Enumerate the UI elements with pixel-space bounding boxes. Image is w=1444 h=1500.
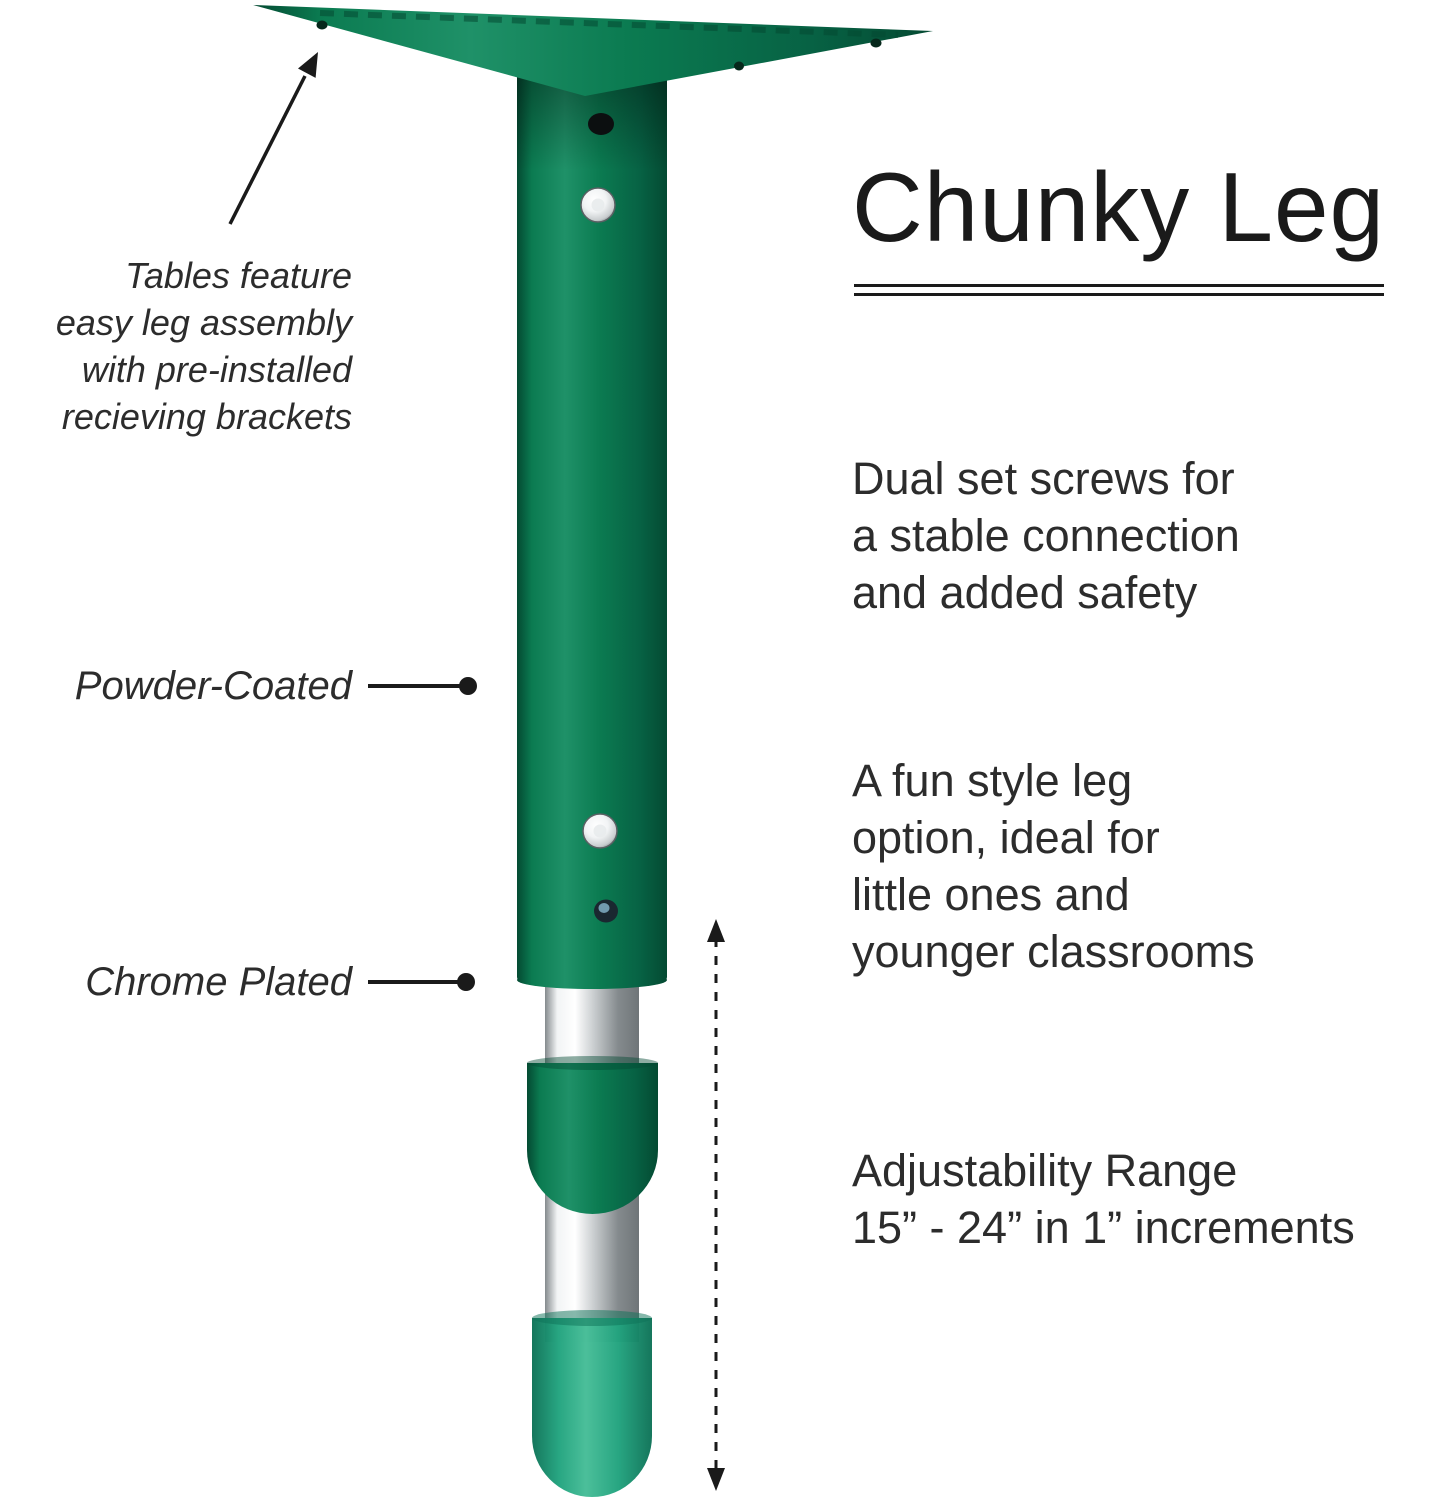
chrome-leader-dot-icon (457, 973, 475, 991)
feature-line: A fun style leg (852, 755, 1133, 806)
feature-line: younger classrooms (852, 926, 1255, 977)
assembly-note-line: easy leg assembly (55, 302, 352, 343)
set-screw-upper-head (591, 198, 605, 212)
feature-line: a stable connection (852, 510, 1240, 561)
feature-adjustability-range: Adjustability Range 15” - 24” in 1” incr… (852, 1142, 1442, 1256)
measure-arrowhead-up-icon (707, 919, 725, 942)
feature-fun-style: A fun style leg option, ideal for little… (852, 752, 1442, 980)
foot-cap (532, 1318, 652, 1497)
measure-arrowhead-down-icon (707, 1468, 725, 1491)
set-screw-lower-head (593, 824, 607, 838)
foot-cap-top-rim (532, 1310, 652, 1326)
feature-line: and added safety (852, 567, 1198, 618)
leg-collar-top-rim (527, 1056, 658, 1070)
bracket-arrow-line (228, 75, 307, 225)
powder-coated-label: Powder-Coated (74, 664, 352, 708)
feature-dual-set-screws: Dual set screws for a stable connection … (852, 450, 1442, 621)
bracket-arrowhead-icon (298, 52, 318, 78)
adjustment-hole-glint (598, 903, 610, 913)
feature-line: option, ideal for (852, 812, 1160, 863)
powder-leader-dot-icon (459, 677, 477, 695)
page-title: Chunky Leg (852, 152, 1386, 262)
assembly-note-line: recieving brackets (61, 396, 352, 437)
leg-tube (517, 36, 667, 981)
feature-line: little ones and (852, 869, 1130, 920)
feature-line: Dual set screws for (852, 453, 1235, 504)
assembly-note-line: with pre-installed (81, 349, 352, 390)
leg-tube-bottom-rim (517, 971, 667, 989)
feature-line: Adjustability Range (852, 1145, 1238, 1196)
set-screw-hole-top (588, 113, 614, 135)
plate-edge-texture (319, 10, 899, 38)
title-underline-bar (854, 284, 1384, 287)
plate-hole (870, 38, 882, 48)
mounting-plate (253, 5, 933, 96)
title-underline-bar (854, 293, 1384, 296)
assembly-note-line: Tables feature (125, 255, 352, 296)
title-underline (854, 284, 1384, 302)
plate-hole (316, 20, 328, 30)
assembly-note: Tables feature easy leg assembly with pr… (0, 252, 352, 440)
feature-line: 15” - 24” in 1” increments (852, 1202, 1355, 1253)
leg-collar (527, 1063, 658, 1214)
chrome-plated-label: Chrome Plated (85, 960, 352, 1004)
plate-hole (734, 61, 744, 71)
